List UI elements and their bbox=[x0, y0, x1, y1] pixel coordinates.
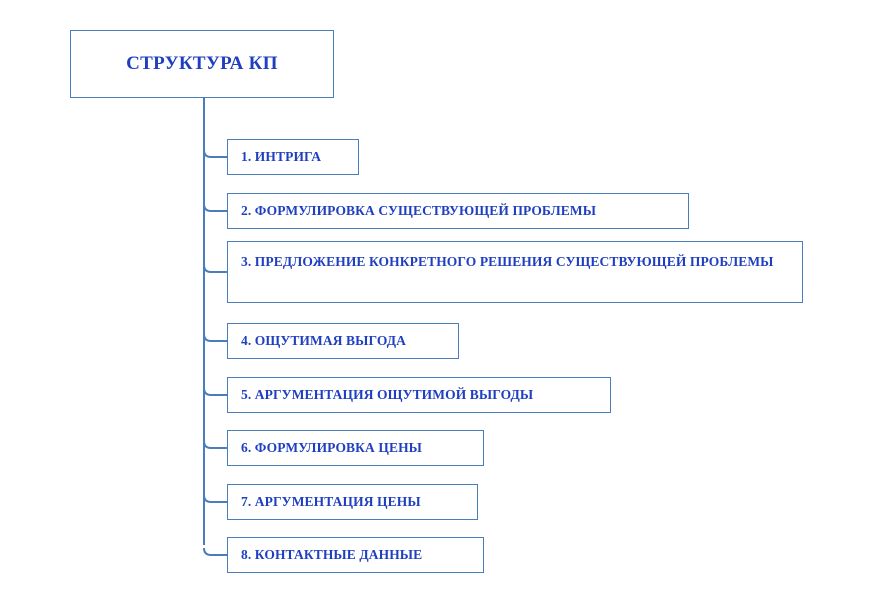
connector-elbow-1 bbox=[203, 149, 227, 158]
connector-elbow-8 bbox=[203, 547, 227, 556]
node-6-label: 6. ФОРМУЛИРОВКА ЦЕНЫ bbox=[241, 439, 423, 455]
node-3-predlozhenie-resheniya[interactable]: 3. ПРЕДЛОЖЕНИЕ КОНКРЕТНОГО РЕШЕНИЯ СУЩЕС… bbox=[227, 241, 803, 303]
connector-elbow-5 bbox=[203, 387, 227, 396]
node-4-oshchutimaya-vygoda[interactable]: 4. ОЩУТИМАЯ ВЫГОДА bbox=[227, 323, 459, 359]
node-6-formulirovka-ceny[interactable]: 6. ФОРМУЛИРОВКА ЦЕНЫ bbox=[227, 430, 484, 466]
node-5-argumentaciya-vygody[interactable]: 5. АРГУМЕНТАЦИЯ ОЩУТИМОЙ ВЫГОДЫ bbox=[227, 377, 611, 413]
node-3-label: 3. ПРЕДЛОЖЕНИЕ КОНКРЕТНОГО РЕШЕНИЯ СУЩЕС… bbox=[241, 254, 774, 269]
connector-elbow-3 bbox=[203, 264, 227, 273]
root-node-struktura-kp[interactable]: СТРУКТУРА КП bbox=[70, 30, 334, 98]
node-2-label: 2. ФОРМУЛИРОВКА СУЩЕСТВУЮЩЕЙ ПРОБЛЕМЫ bbox=[241, 202, 597, 218]
connector-elbow-2 bbox=[203, 203, 227, 212]
node-1-intriga[interactable]: 1. ИНТРИГА bbox=[227, 139, 359, 175]
node-8-kontaktnye-dannye[interactable]: 8. КОНТАКТНЫЕ ДАННЫЕ bbox=[227, 537, 484, 573]
root-node-label: СТРУКТУРА КП bbox=[126, 53, 278, 74]
connector-elbow-6 bbox=[203, 440, 227, 449]
node-4-label: 4. ОЩУТИМАЯ ВЫГОДА bbox=[241, 332, 407, 348]
node-2-formulirovka-problemy[interactable]: 2. ФОРМУЛИРОВКА СУЩЕСТВУЮЩЕЙ ПРОБЛЕМЫ bbox=[227, 193, 689, 229]
connector-elbow-7 bbox=[203, 494, 227, 503]
node-5-label: 5. АРГУМЕНТАЦИЯ ОЩУТИМОЙ ВЫГОДЫ bbox=[241, 386, 534, 402]
connector-elbow-4 bbox=[203, 333, 227, 342]
node-8-label: 8. КОНТАКТНЫЕ ДАННЫЕ bbox=[241, 546, 423, 562]
node-7-argumentaciya-ceny[interactable]: 7. АРГУМЕНТАЦИЯ ЦЕНЫ bbox=[227, 484, 478, 520]
node-1-label: 1. ИНТРИГА bbox=[241, 148, 322, 164]
node-7-label: 7. АРГУМЕНТАЦИЯ ЦЕНЫ bbox=[241, 493, 421, 509]
